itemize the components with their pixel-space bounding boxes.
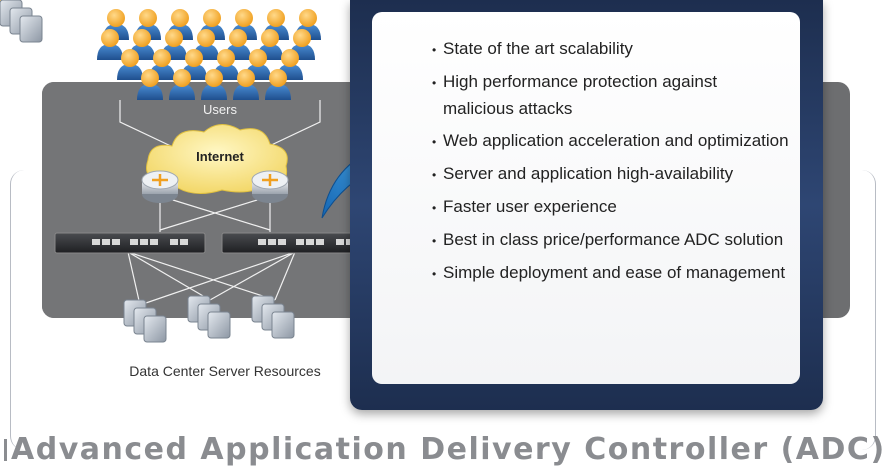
adc-appliance-icon bbox=[221, 232, 369, 254]
feature-item: •State of the art scalability bbox=[432, 39, 633, 58]
feature-item: •High performance protection against mal… bbox=[432, 72, 718, 118]
title-text: Advanced Application Delivery Controller… bbox=[11, 432, 885, 467]
feature-item: •Best in class price/performance ADC sol… bbox=[432, 230, 784, 249]
feature-item: •Web application acceleration and optimi… bbox=[432, 131, 789, 150]
server-stack-icon bbox=[0, 0, 43, 43]
router-icon bbox=[141, 170, 179, 203]
features-panel bbox=[372, 12, 800, 384]
server-stack-icon bbox=[251, 295, 295, 339]
internet-cloud-icon bbox=[146, 124, 288, 194]
title-bar-left bbox=[4, 439, 7, 461]
feature-item: •Simple deployment and ease of managemen… bbox=[432, 263, 786, 282]
feature-item: •Server and application high-availabilit… bbox=[432, 164, 734, 183]
features-list: •State of the art scalability •High perf… bbox=[432, 36, 792, 293]
datacenter-label: Data Center Server Resources bbox=[129, 363, 321, 379]
outer-frame bbox=[10, 170, 876, 450]
adc-appliance-icon bbox=[54, 232, 206, 254]
internet-label: Internet bbox=[196, 149, 244, 164]
server-stack-icon bbox=[187, 295, 231, 339]
users-group-icon bbox=[0, 0, 321, 100]
page-title: Advanced Application Delivery Controller… bbox=[0, 432, 885, 467]
connection-lines bbox=[119, 100, 321, 306]
router-icon bbox=[251, 170, 289, 203]
server-stack-icon bbox=[123, 299, 167, 343]
users-label: Users bbox=[203, 102, 237, 117]
feature-item: •Faster user experience bbox=[432, 197, 617, 216]
